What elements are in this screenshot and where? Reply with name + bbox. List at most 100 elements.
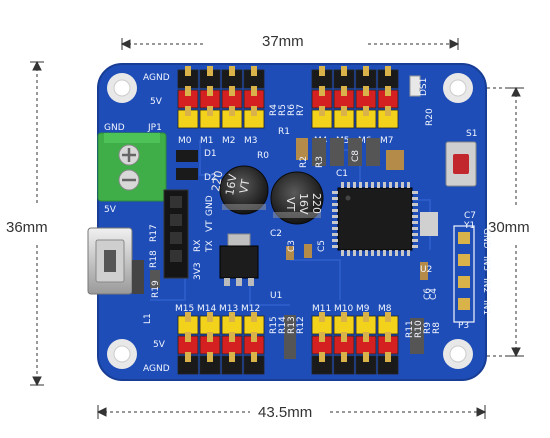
chip-pin <box>383 182 386 188</box>
header-pin <box>319 86 325 96</box>
silk-ds1: DS1 <box>419 78 429 96</box>
chip-pin <box>332 203 338 206</box>
chip-pin <box>347 250 350 256</box>
silk-y1: Y1 <box>463 221 475 231</box>
chip-pin <box>412 191 418 194</box>
silk-r13: R13 <box>287 316 297 334</box>
header-pin <box>319 66 325 76</box>
header-pin <box>341 312 347 322</box>
header-pin <box>251 312 257 322</box>
header-pin <box>185 66 191 76</box>
chip-pin <box>341 182 344 188</box>
reset-button <box>445 141 477 187</box>
silk-serial-rx: RX <box>193 240 203 252</box>
header-pin <box>229 106 235 116</box>
header-pin <box>319 106 325 116</box>
dimension-width-bottom: 43.5mm <box>258 404 313 421</box>
silk-u1: U1 <box>270 291 282 301</box>
silk-p3-in2: IN2 <box>481 278 491 293</box>
chip-pin <box>412 239 418 242</box>
chip-pin <box>332 239 338 242</box>
header-pin <box>319 352 325 362</box>
channel-label: M14 <box>197 304 216 314</box>
silk-r9: R9 <box>423 322 433 334</box>
chip-pin <box>332 245 338 248</box>
silk-r18: R18 <box>149 250 159 268</box>
smd-components <box>132 138 438 359</box>
silk-r10: R10 <box>414 320 424 338</box>
header-pin <box>363 66 369 76</box>
header-pin <box>251 352 257 362</box>
dimension-lines <box>30 38 524 419</box>
chip-pin <box>332 233 338 236</box>
header-pin <box>341 106 347 116</box>
chip-pin <box>412 197 418 200</box>
chip-pin <box>332 197 338 200</box>
chip-pin <box>401 182 404 188</box>
silk-r17: R17 <box>149 224 159 242</box>
silk-l1: L1 <box>143 313 153 324</box>
led-ds1 <box>409 75 421 97</box>
silk-p3-in3: IN3 <box>481 256 491 271</box>
silk-c3: C3 <box>287 240 297 252</box>
chip-pin <box>383 250 386 256</box>
silk-r19: R19 <box>151 280 161 298</box>
header-pin <box>185 106 191 116</box>
voltage-regulator-u1 <box>219 233 259 286</box>
silk-r7: R7 <box>296 104 306 116</box>
chip-pin <box>371 250 374 256</box>
silk-serial-tx: TX <box>205 240 215 253</box>
header-pin <box>363 332 369 342</box>
chip-pin <box>395 250 398 256</box>
chip-pin <box>359 250 362 256</box>
channel-label: M8 <box>378 304 392 314</box>
chip-pin <box>341 250 344 256</box>
header-pin <box>341 86 347 96</box>
capacitor-c1 <box>219 165 269 215</box>
servo-header-bottom-left <box>177 312 265 375</box>
header-pin <box>207 352 213 362</box>
capacitor-c1-voltage: 16V <box>223 173 240 197</box>
silk-s1: S1 <box>466 129 477 139</box>
header-pin <box>385 332 391 342</box>
chip-pin <box>365 182 368 188</box>
silk-c1: C1 <box>336 169 348 179</box>
servo-header-top-right <box>311 66 399 129</box>
chip-pin <box>332 191 338 194</box>
header-pin <box>229 332 235 342</box>
silk-p3: P3 <box>458 321 469 331</box>
silk-r6: R6 <box>287 104 297 116</box>
dimension-height-left: 36mm <box>6 219 48 236</box>
chip-pin <box>332 209 338 212</box>
channel-label: M12 <box>241 304 260 314</box>
chip-pin <box>332 215 338 218</box>
channel-label: M6 <box>358 136 372 146</box>
header-pin <box>363 106 369 116</box>
chip-pin <box>359 182 362 188</box>
serial-pin-header <box>163 189 189 279</box>
silk-agnd-top: AGND <box>143 73 170 83</box>
header-pin <box>341 332 347 342</box>
chip-pin <box>365 250 368 256</box>
silk-5v-top: 5V <box>150 97 163 107</box>
servo-header-bottom-right <box>311 312 399 375</box>
header-pin <box>185 332 191 342</box>
header-pin <box>185 86 191 96</box>
chip-pin <box>412 209 418 212</box>
header-pin <box>207 312 213 322</box>
chip-pin <box>412 221 418 224</box>
silk-c8: C8 <box>351 150 361 162</box>
capacitor-c2-voltage: 16V <box>297 193 310 215</box>
header-pin <box>229 86 235 96</box>
silk-c5: C5 <box>317 240 327 252</box>
chip-pin <box>332 221 338 224</box>
chip-pin <box>395 182 398 188</box>
capacitor-c2 <box>270 171 324 225</box>
silk-r0: R0 <box>257 151 269 161</box>
channel-label: M7 <box>380 136 394 146</box>
silk-c7: C7 <box>464 211 476 221</box>
chip-pin <box>377 250 380 256</box>
dimension-height-right: 30mm <box>488 219 530 236</box>
